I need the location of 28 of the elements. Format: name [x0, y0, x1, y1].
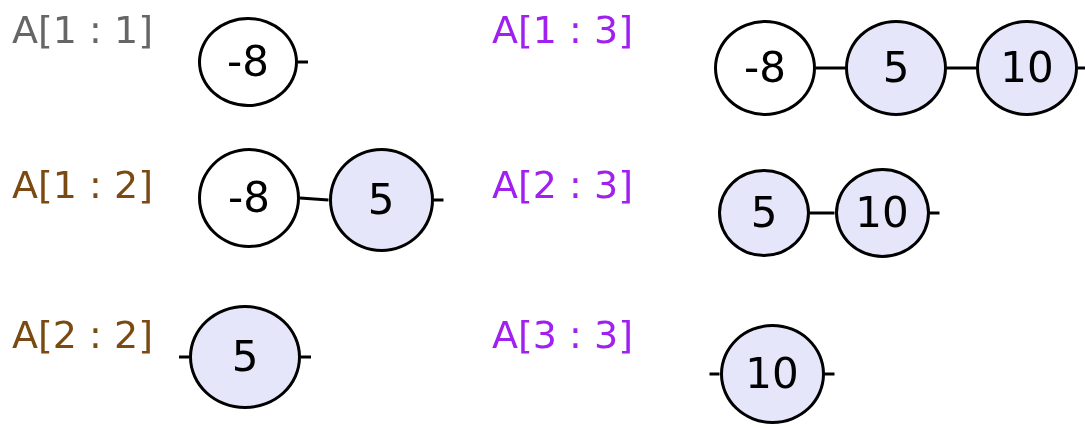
node-value: -8	[227, 41, 269, 83]
link-line	[179, 355, 189, 359]
slice-label: A[1 : 2]	[12, 163, 153, 209]
slice-label: A[1 : 1]	[12, 8, 153, 54]
link-line	[709, 372, 720, 376]
link-line	[298, 60, 308, 64]
slice-label: A[2 : 2]	[12, 313, 153, 359]
link-line	[824, 372, 835, 376]
link-line	[929, 211, 940, 215]
node-value: -8	[228, 177, 270, 219]
link-line	[433, 198, 444, 202]
slice-label: A[1 : 3]	[492, 8, 633, 54]
node-value: 5	[882, 47, 910, 89]
link-line	[816, 66, 845, 70]
node-value: 10	[1000, 47, 1054, 89]
node-value: 10	[855, 192, 909, 234]
link-line	[301, 355, 311, 359]
slice-label: A[2 : 3]	[492, 163, 633, 209]
node-value: 5	[750, 192, 778, 234]
node-value: 10	[745, 353, 799, 395]
node-value: 5	[231, 336, 259, 378]
node-value: 5	[367, 179, 395, 221]
link-line	[1078, 66, 1085, 70]
link-line	[947, 66, 976, 70]
slice-label: A[3 : 3]	[492, 313, 633, 359]
link-line	[810, 211, 835, 215]
link-line	[299, 196, 329, 202]
node-value: -8	[744, 47, 786, 89]
